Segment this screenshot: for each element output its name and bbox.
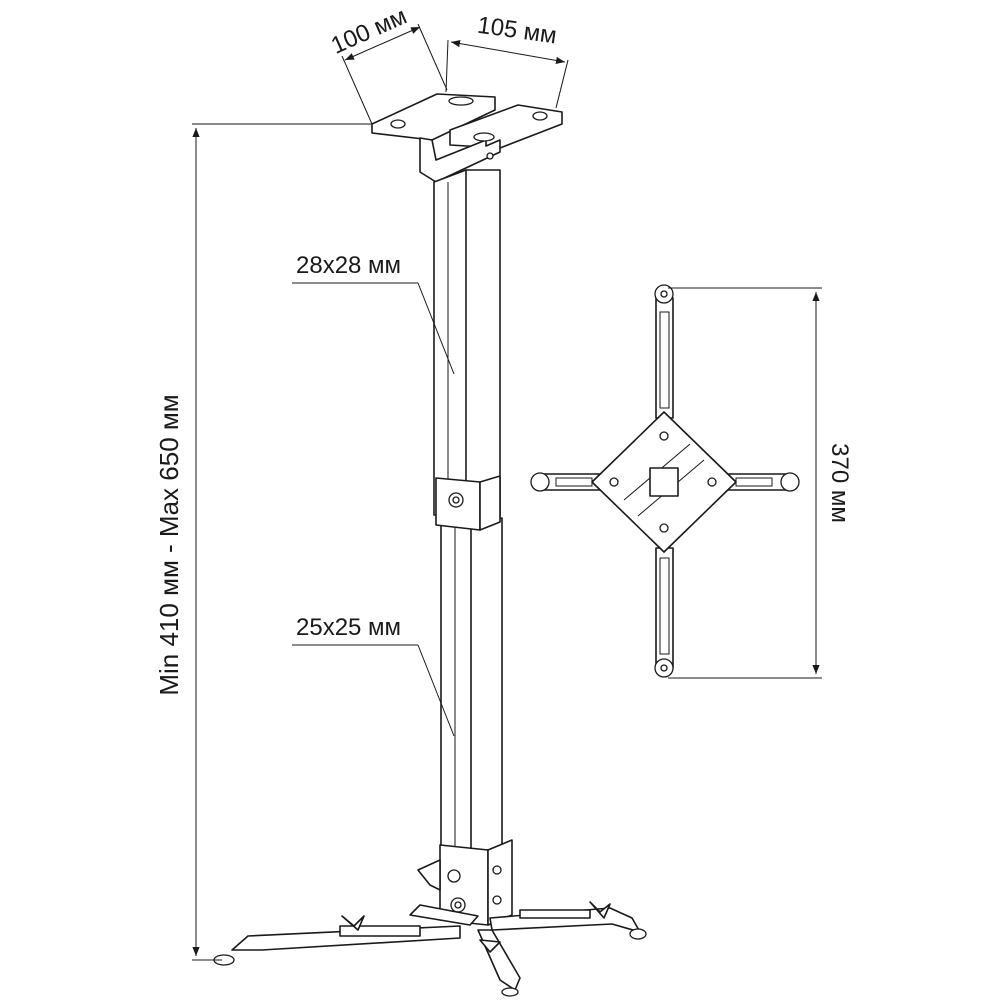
lower-tube-label: 25x25 мм	[296, 614, 401, 641]
spider-legs	[213, 901, 647, 997]
arm-span-label: 370 мм	[826, 443, 853, 523]
tilt-head	[417, 839, 513, 926]
upper-tube	[433, 169, 501, 516]
upper-tube-label: 28x28 мм	[296, 252, 401, 279]
height-range-label: Min 410 мм - Max 650 мм	[154, 394, 184, 695]
bracket-depth-label: 105 мм	[476, 12, 559, 50]
cross-plate	[530, 284, 800, 678]
lower-tube	[440, 517, 503, 851]
dimension-lines	[192, 23, 822, 961]
ceiling-bracket	[371, 93, 563, 183]
tube-clamp	[435, 475, 501, 531]
bracket-width-label: 100 мм	[327, 3, 411, 60]
